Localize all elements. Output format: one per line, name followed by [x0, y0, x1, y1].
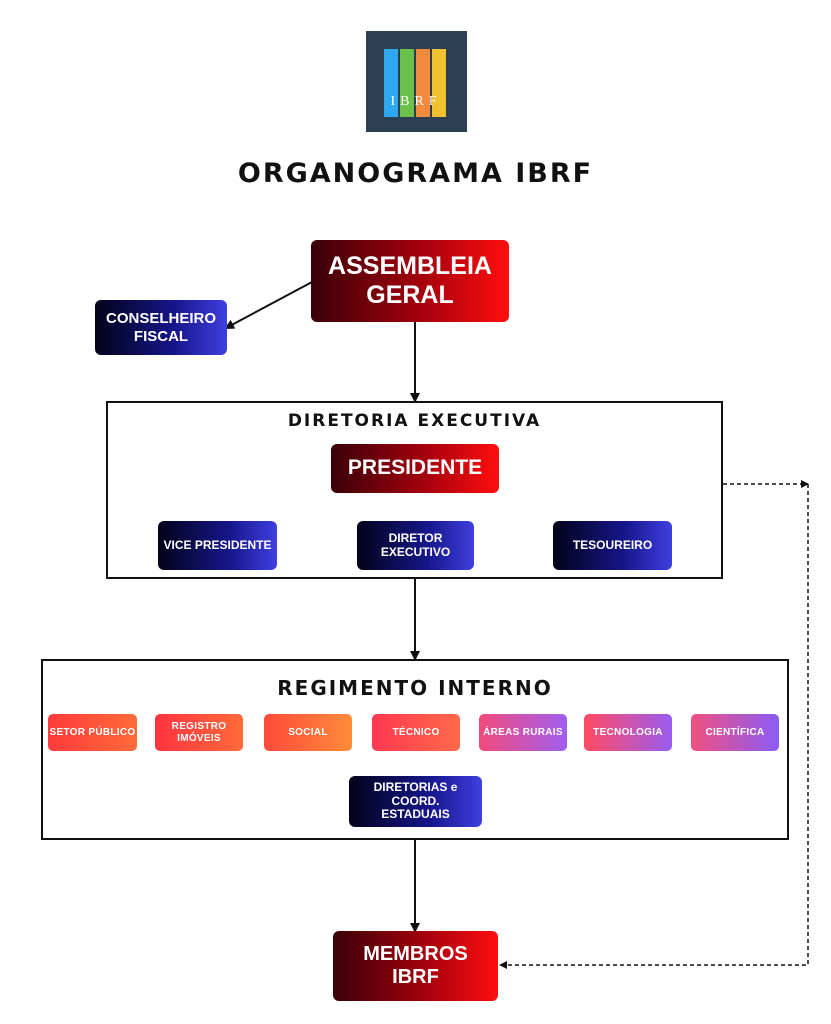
conselheiro-line1: CONSELHEIRO — [105, 310, 216, 328]
chip-social: SOCIAL — [264, 714, 352, 751]
regimento-interno-title: REGIMENTO INTERNO — [277, 676, 553, 700]
chip-tecnologia: TECNOLOGIA — [584, 714, 672, 751]
chip-setor-publico: SETOR PÚBLICO — [48, 714, 137, 751]
membros-line1: MEMBROS — [363, 943, 468, 965]
diretor-executivo-box: DIRETOR EXECUTIVO — [357, 521, 474, 570]
page-title: ORGANOGRAMA IBRF — [237, 158, 594, 189]
assembleia-line1: ASSEMBLEIA — [328, 252, 492, 281]
membros-line2: IBRF — [392, 966, 439, 988]
ibrf-logo: IBRF — [366, 31, 467, 132]
coord-line1: DIRETORIAS e COORD. — [373, 779, 458, 808]
logo-text: IBRF — [390, 94, 442, 109]
logo-bar-orange — [416, 49, 430, 117]
logo-bar-yellow — [432, 49, 446, 117]
chip-registro-imoveis: REGISTRO IMÓVEIS — [155, 714, 243, 751]
presidente-box: PRESIDENTE — [331, 444, 499, 493]
coord-line2: ESTADUAIS — [381, 807, 450, 822]
chip-cientifica: CIENTÍFICA — [691, 714, 779, 751]
diretoria-executiva-title: DIRETORIA EXECUTIVA — [287, 411, 542, 431]
tesoureiro-box: TESOUREIRO — [553, 521, 672, 570]
conselheiro-line2: FISCAL — [133, 327, 189, 345]
assembleia-line2: GERAL — [366, 281, 454, 309]
logo-bar-green — [400, 49, 414, 117]
chip-areas-rurais: ÁREAS RURAIS — [479, 714, 567, 751]
logo-bar-blue — [384, 49, 398, 117]
vice-presidente-box: VICE PRESIDENTE — [158, 521, 277, 570]
diretorias-coord-estaduais-box: DIRETORIAS e COORD.ESTADUAIS — [349, 776, 482, 827]
chip-tecnico: TÉCNICO — [372, 714, 460, 751]
